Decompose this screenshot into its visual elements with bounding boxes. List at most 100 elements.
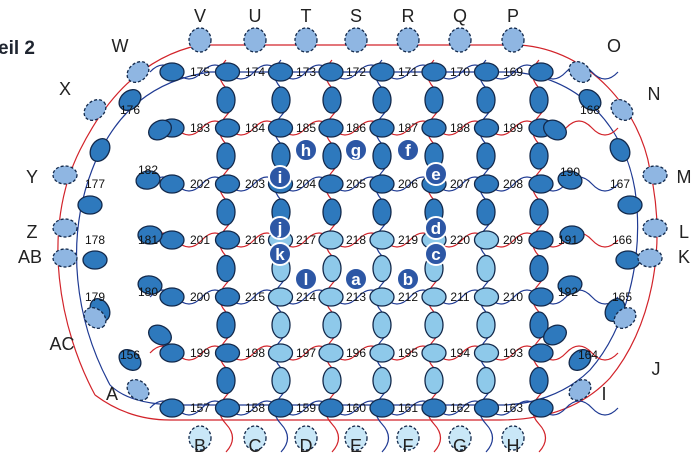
letter-badge-circle <box>344 138 368 162</box>
bead-vertical <box>424 311 444 339</box>
letter-badge-circle <box>396 267 420 291</box>
position-number: 171 <box>398 65 418 79</box>
position-number: 165 <box>612 290 632 304</box>
bead-horizontal <box>421 118 447 138</box>
bead-vertical <box>216 86 236 114</box>
bead-horizontal <box>318 174 344 194</box>
bead-horizontal <box>528 230 554 250</box>
position-number: 187 <box>398 121 418 135</box>
edge-label-left: X <box>59 79 71 99</box>
bead-vertical <box>322 198 342 226</box>
position-number: 194 <box>450 346 470 360</box>
bead-vertical <box>529 254 549 283</box>
position-number: 185 <box>296 121 316 135</box>
bead-side <box>615 250 641 270</box>
position-number: 195 <box>398 346 418 360</box>
position-number: 209 <box>503 233 523 247</box>
edge-label-right: L <box>679 222 689 242</box>
bead-horizontal <box>267 398 294 418</box>
letter-badge: d <box>424 216 448 240</box>
letter-badge-text: j <box>277 219 283 238</box>
position-number: 204 <box>296 177 316 191</box>
bead-vertical <box>322 254 342 283</box>
bead-vertical <box>476 254 496 283</box>
edge-label-top: R <box>402 6 415 26</box>
edge-label-top: Q <box>453 6 467 26</box>
bead-horizontal <box>159 174 185 194</box>
position-number: 208 <box>503 177 523 191</box>
position-number: 178 <box>85 233 105 247</box>
position-number: 180 <box>138 285 158 299</box>
position-number: 169 <box>503 65 523 79</box>
edge-label-bottom: B <box>194 436 206 456</box>
bead-side <box>557 170 583 190</box>
position-number: 214 <box>296 290 316 304</box>
letter-badge-circle <box>424 242 448 266</box>
bead-horizontal <box>159 230 185 250</box>
bead-edge-left <box>83 99 107 121</box>
bead-vertical <box>216 366 236 395</box>
position-number: 217 <box>296 233 316 247</box>
bead-horizontal <box>473 343 500 363</box>
position-number: 189 <box>503 121 523 135</box>
bead-side <box>148 324 172 346</box>
bead-horizontal <box>528 287 554 307</box>
bead-horizontal <box>214 174 241 194</box>
bead-horizontal <box>318 398 344 418</box>
position-number: 174 <box>245 65 265 79</box>
bead-horizontal <box>528 62 554 82</box>
bead-side <box>568 349 592 371</box>
position-number: 211 <box>450 290 469 304</box>
position-number: 175 <box>190 65 210 79</box>
position-number: 161 <box>398 401 418 415</box>
bead-edge-left <box>52 218 78 238</box>
edge-label-right: O <box>607 36 621 56</box>
bead-horizontal <box>369 230 395 250</box>
position-number: 199 <box>190 346 210 360</box>
letter-badge: l <box>294 267 318 291</box>
bead-edge-left <box>52 165 78 185</box>
letter-badge-circle <box>344 267 368 291</box>
position-number: 177 <box>85 177 105 191</box>
bead-edge-left <box>52 248 78 268</box>
edge-label-right: K <box>678 247 690 267</box>
edge-label-bottom: E <box>350 436 362 456</box>
letter-badge: f <box>396 138 420 162</box>
bead-horizontal <box>473 287 500 307</box>
edge-label-right: J <box>652 359 661 379</box>
bead-side <box>543 324 567 346</box>
bead-horizontal <box>267 118 294 138</box>
bead-vertical <box>476 86 496 114</box>
bead-side <box>578 89 602 111</box>
bead-horizontal <box>318 343 344 363</box>
letter-badge: b <box>396 267 420 291</box>
position-number: 184 <box>245 121 265 135</box>
letter-badge: i <box>268 165 292 189</box>
letter-badge-text: a <box>351 270 361 289</box>
position-number: 210 <box>503 290 523 304</box>
bead-side <box>617 195 643 215</box>
edge-label-right: I <box>601 384 606 404</box>
bead-edge-bottom <box>294 425 318 451</box>
letter-badge: e <box>424 162 448 186</box>
position-number: 193 <box>503 346 523 360</box>
bead-edge-right <box>642 165 668 185</box>
bead-horizontal <box>421 287 447 307</box>
position-number: 159 <box>296 401 316 415</box>
bead-vertical <box>529 142 549 170</box>
bead-horizontal <box>214 62 241 82</box>
position-number: 190 <box>560 165 580 179</box>
letter-badge: a <box>344 267 368 291</box>
letter-badge-text: h <box>301 141 311 160</box>
bead-edge-top <box>396 27 420 53</box>
position-number: 170 <box>450 65 470 79</box>
letter-badge: c <box>424 242 448 266</box>
position-number: 213 <box>346 290 366 304</box>
bead-horizontal <box>369 343 395 363</box>
bead-edge-top <box>188 27 212 53</box>
letter-badge: k <box>268 242 292 266</box>
edge-label-bottom: F <box>403 436 414 456</box>
position-number: 212 <box>398 290 418 304</box>
